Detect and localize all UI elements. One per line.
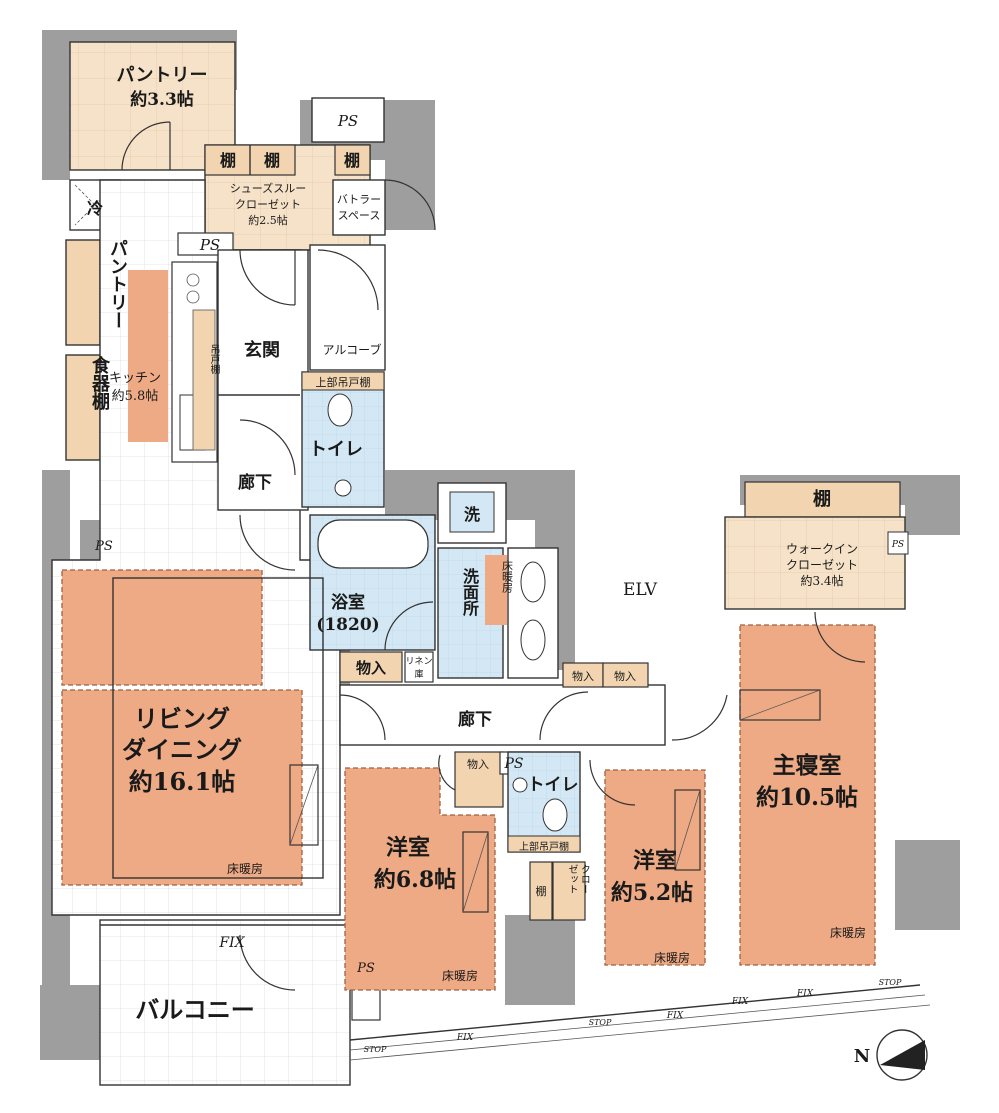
western-1-label: 洋室 (386, 835, 430, 861)
kitchen-size: 約5.8帖 (112, 389, 159, 404)
stop-2-label: STOP (589, 1018, 612, 1027)
floor-heat-w1-label: 床暖房 (442, 968, 478, 983)
toilet-1-label: トイレ (309, 439, 363, 460)
balcony-label: バルコニー (135, 995, 255, 1024)
entrance-label: 玄関 (244, 339, 280, 361)
master-room (740, 625, 875, 965)
sash-line (349, 984, 921, 1041)
living-heat-upper (62, 570, 262, 685)
storage-4-label: 物入 (467, 757, 489, 771)
living-size: 約16.1帖 (129, 767, 235, 796)
master-size: 約10.5帖 (756, 784, 858, 811)
living-heat-lower (62, 690, 302, 885)
alcove-area (309, 244, 386, 371)
linen-box (404, 651, 434, 683)
fix-2-label: FIX (666, 1011, 684, 1021)
western-1-size: 約6.8帖 (374, 867, 456, 893)
shoes-closet-size: 約2.5帖 (248, 213, 288, 227)
storage-3-label: 物入 (614, 669, 636, 683)
ps-3-label: PS (94, 539, 113, 554)
entrance-area (217, 249, 309, 511)
storage-1-label: 物入 (356, 659, 386, 677)
wic-size: 約3.4帖 (800, 573, 843, 588)
living-label-2: ダイニング (122, 735, 242, 764)
toilet-2-label: トイレ (528, 775, 579, 795)
storage-2-box (562, 662, 604, 688)
wic-shelf-box (744, 481, 901, 518)
shoes-closet-label-2: クローゼット (235, 198, 301, 211)
stop-3-label: STOP (879, 978, 902, 987)
pantry-top-label: パントリー (117, 65, 208, 86)
upper-hanging-1-label: 上部吊戸棚 (316, 375, 371, 389)
fix-3-label: FIX (731, 997, 749, 1007)
upper-hanging-2-label: 上部吊戸棚 (519, 840, 569, 853)
kitchen-counter (128, 270, 168, 442)
butler-space-room (332, 179, 386, 236)
wic-label-1: ウォークイン (786, 542, 858, 556)
bath-label: 浴室 (331, 592, 365, 613)
north-arrow (876, 1029, 928, 1081)
linen-label-2: 庫 (414, 668, 423, 680)
alcove-label: アルコーブ (323, 342, 382, 357)
kitchen-label: キッチン (109, 371, 161, 386)
pantry-top-size: 約3.3帖 (130, 89, 194, 110)
dish-shelf-box (65, 354, 101, 461)
linen-label-1: リネン (405, 656, 432, 667)
wic-label-2: クローゼット (786, 558, 858, 572)
western-1-room (345, 768, 495, 990)
shoes-closet-label-1: シューズスルー (230, 181, 306, 195)
storage-4-box (454, 751, 504, 808)
storage-1-box (339, 651, 403, 683)
fix-balcony-label: FIX (218, 935, 245, 951)
shelf-small-label: 棚 (536, 884, 547, 898)
butler-label-2: スペース (338, 209, 381, 222)
wic-room (724, 516, 906, 610)
toilet-2-room (507, 751, 581, 853)
floor-heat-w2-label: 床暖房 (654, 950, 690, 965)
wash-label: 洗 (464, 505, 480, 524)
ps-wic-box (887, 531, 909, 555)
ps-4-label: PS (503, 756, 523, 772)
storage-2-label: 物入 (572, 669, 594, 683)
western-2-size: 約5.2帖 (611, 880, 693, 906)
wic-shelf-label: 棚 (813, 488, 831, 510)
ps-balcony-label: PS (356, 961, 375, 976)
ps-top-box (311, 97, 385, 143)
fridge-label: 冷 (87, 199, 103, 218)
shelf-3-label: 棚 (344, 151, 360, 170)
floor-heat-small-box (485, 555, 507, 625)
north-label: N (854, 1046, 870, 1067)
pantry-side-box (65, 239, 101, 346)
bath-size: (1820) (316, 615, 379, 635)
floor-heat-living-label: 床暖房 (227, 861, 263, 876)
floor-heat-master-label: 床暖房 (830, 925, 866, 940)
fix-4-label: FIX (796, 989, 814, 999)
closet-box (552, 861, 586, 921)
ps-wic-label: PS (891, 540, 904, 550)
hallway-2-area (339, 684, 666, 746)
fix-1-label: FIX (456, 1033, 474, 1043)
shelf-2-label: 棚 (264, 151, 280, 170)
ps-top-label: PS (337, 112, 358, 130)
western-2-label: 洋室 (633, 848, 677, 874)
elv-label: ELV (623, 580, 658, 600)
living-label-1: リビング (134, 704, 230, 733)
storage-3-box (602, 662, 649, 688)
hallway-1-label: 廊下 (238, 472, 272, 493)
master-label: 主寝室 (773, 752, 842, 779)
balcony-area (99, 919, 351, 1086)
stop-1-label: STOP (364, 1045, 387, 1054)
ps-2-label: PS (199, 236, 220, 254)
shelf-small-box (529, 861, 553, 921)
hallway-2-label: 廊下 (458, 709, 492, 730)
shelf-1-label: 棚 (220, 151, 236, 170)
butler-label-1: バトラー (337, 193, 381, 206)
